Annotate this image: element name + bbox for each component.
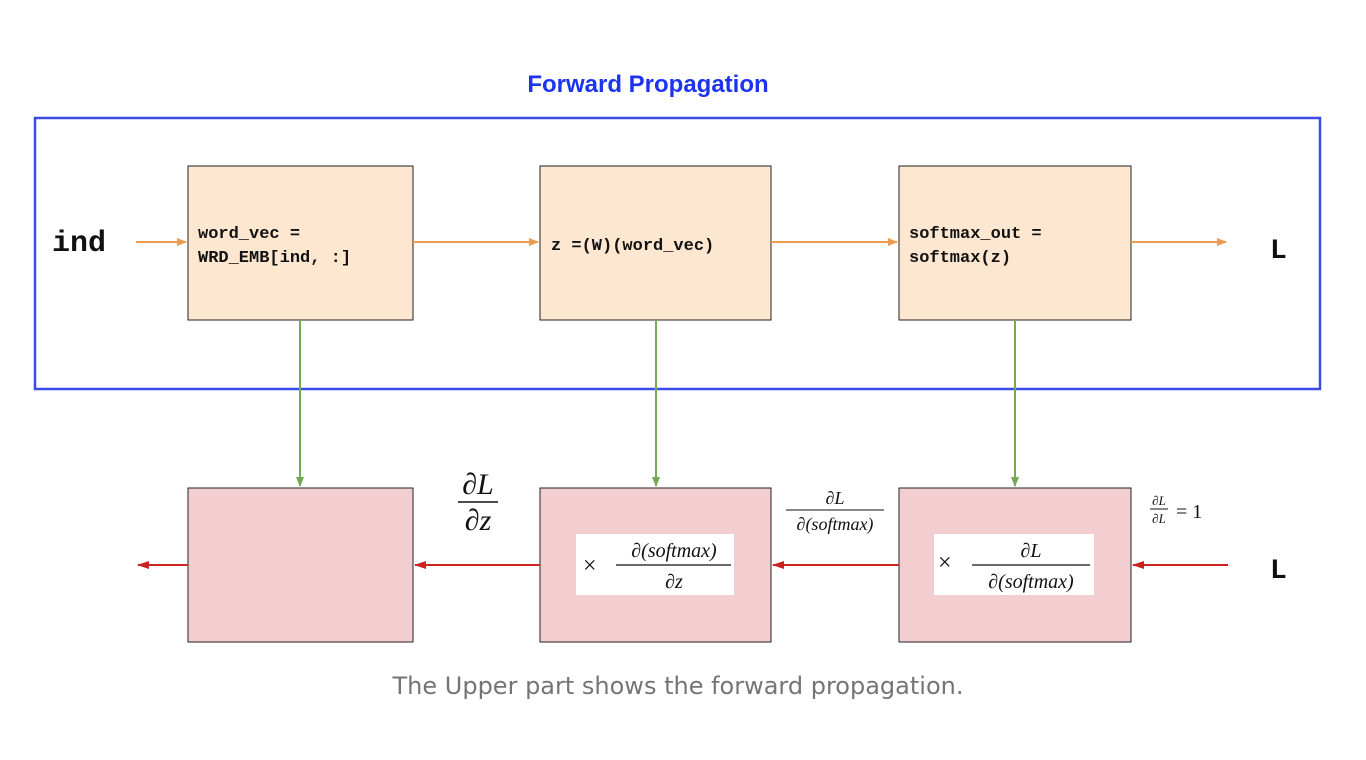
box3-formula-den: ∂(softmax)	[988, 571, 1074, 593]
forward-box-embedding	[187, 165, 414, 321]
box2-formula-den: ∂z	[665, 571, 683, 593]
box3-line2: softmax(z)	[909, 249, 1011, 268]
box3-formula-num: ∂L	[1020, 540, 1041, 562]
grad-input-den: ∂L	[1152, 511, 1166, 526]
grad-input-rhs: = 1	[1176, 501, 1202, 523]
grad-softmax-den: ∂(softmax)	[797, 514, 874, 535]
diagram-title: Forward Propagation	[527, 71, 768, 98]
forward-frame	[33, 116, 1322, 391]
box1-line2: WRD_EMB[ind, :]	[198, 249, 351, 268]
backward-input-label: L	[1270, 556, 1287, 587]
forward-input-label: ind	[52, 227, 106, 261]
box1-line1: word_vec =	[198, 225, 300, 244]
box3-times: ×	[938, 550, 952, 576]
grad-softmax-num: ∂L	[826, 488, 845, 508]
grad-input-num: ∂L	[1152, 493, 1166, 508]
figure-caption: The Upper part shows the forward propaga…	[392, 672, 964, 700]
grad-z-num: ∂L	[462, 468, 494, 501]
grad-z-den: ∂z	[465, 504, 492, 537]
backward-box-embedding	[187, 487, 414, 643]
box2-formula-num: ∂(softmax)	[631, 540, 717, 562]
box2-line1: z =(W)(word_vec)	[551, 237, 714, 256]
forward-box-softmax	[898, 165, 1132, 321]
box3-line1: softmax_out =	[909, 225, 1042, 244]
forward-box-linear	[539, 165, 772, 321]
box2-times: ×	[583, 553, 597, 579]
forward-output-label: L	[1270, 236, 1287, 267]
